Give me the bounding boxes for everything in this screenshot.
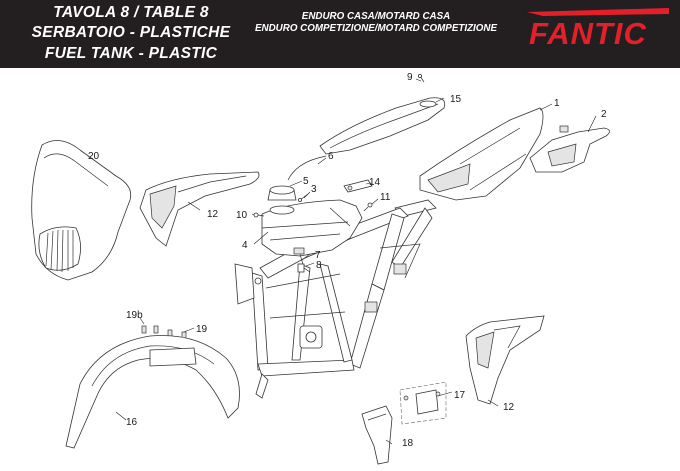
side-panel-part-1: [419, 107, 544, 201]
callout-1: 1: [554, 98, 560, 109]
rear-fender-part-2: [529, 125, 610, 173]
plate-part-17: [399, 381, 447, 425]
exploded-parts-diagram: 1 2 3 4 5 6 7 8 9 10 11 12 12 14 15 16 1…: [31, 72, 610, 465]
screw-part-11: [363, 202, 373, 212]
radiator-shroud-part-12-lower: [465, 315, 545, 405]
radiator-shroud-part-12-upper: [139, 171, 260, 247]
callout-4: 4: [242, 240, 248, 251]
italian-section-title: SERBATOIO - PLASTICHE: [31, 24, 231, 41]
fuel-tap-part-7-8: [297, 253, 311, 273]
screw-part-9: [417, 74, 425, 83]
callout-15: 15: [450, 94, 462, 105]
breather-hose-part-6: [287, 155, 327, 181]
callout-14: 14: [369, 177, 381, 188]
callout-19b: 19b: [126, 310, 143, 321]
english-section-title: FUEL TANK - PLASTIC: [44, 45, 218, 62]
table-header: TAVOLA 8 / TABLE 8 SERBATOIO - PLASTICHE…: [0, 0, 680, 68]
bracket-part-14: [343, 179, 373, 193]
callout-labels: 1 2 3 4 5 6 7 8 9 10 11 12 12 14 15 16 1…: [88, 72, 607, 449]
callout-9: 9: [407, 72, 413, 83]
fantic-logo: FANTIC: [527, 8, 669, 50]
guard-part-18: [361, 405, 393, 465]
leader-lines: [115, 78, 597, 445]
callout-3: 3: [311, 184, 317, 195]
callout-12-lower: 12: [503, 402, 515, 413]
seat-part-15: [319, 97, 446, 155]
callout-16: 16: [126, 417, 138, 428]
callout-12-upper: 12: [207, 209, 219, 220]
callout-2: 2: [601, 109, 607, 120]
brand-wordmark: FANTIC: [529, 16, 647, 50]
callout-10: 10: [236, 210, 248, 221]
callout-5: 5: [303, 176, 309, 187]
callout-17: 17: [454, 390, 466, 401]
headlight-mask-part-20: [31, 140, 132, 281]
fuel-tank-part-4: [261, 199, 363, 257]
model-line-2: ENDURO COMPETIZIONE/MOTARD COMPETIZIONE: [254, 23, 498, 34]
table-number-title: TAVOLA 8 / TABLE 8: [53, 4, 209, 21]
callout-19: 19: [196, 324, 208, 335]
callout-18: 18: [402, 438, 414, 449]
callout-11: 11: [380, 192, 391, 203]
callout-8: 8: [316, 260, 322, 271]
callout-7: 7: [315, 250, 321, 261]
callout-6: 6: [328, 151, 334, 162]
clip-part-19b: [141, 325, 147, 334]
callout-20: 20: [88, 151, 100, 162]
model-line-1: ENDURO CASA/MOTARD CASA: [301, 11, 451, 22]
fuel-cap-part-5: [267, 185, 297, 201]
front-fender-part-16: [65, 335, 240, 449]
